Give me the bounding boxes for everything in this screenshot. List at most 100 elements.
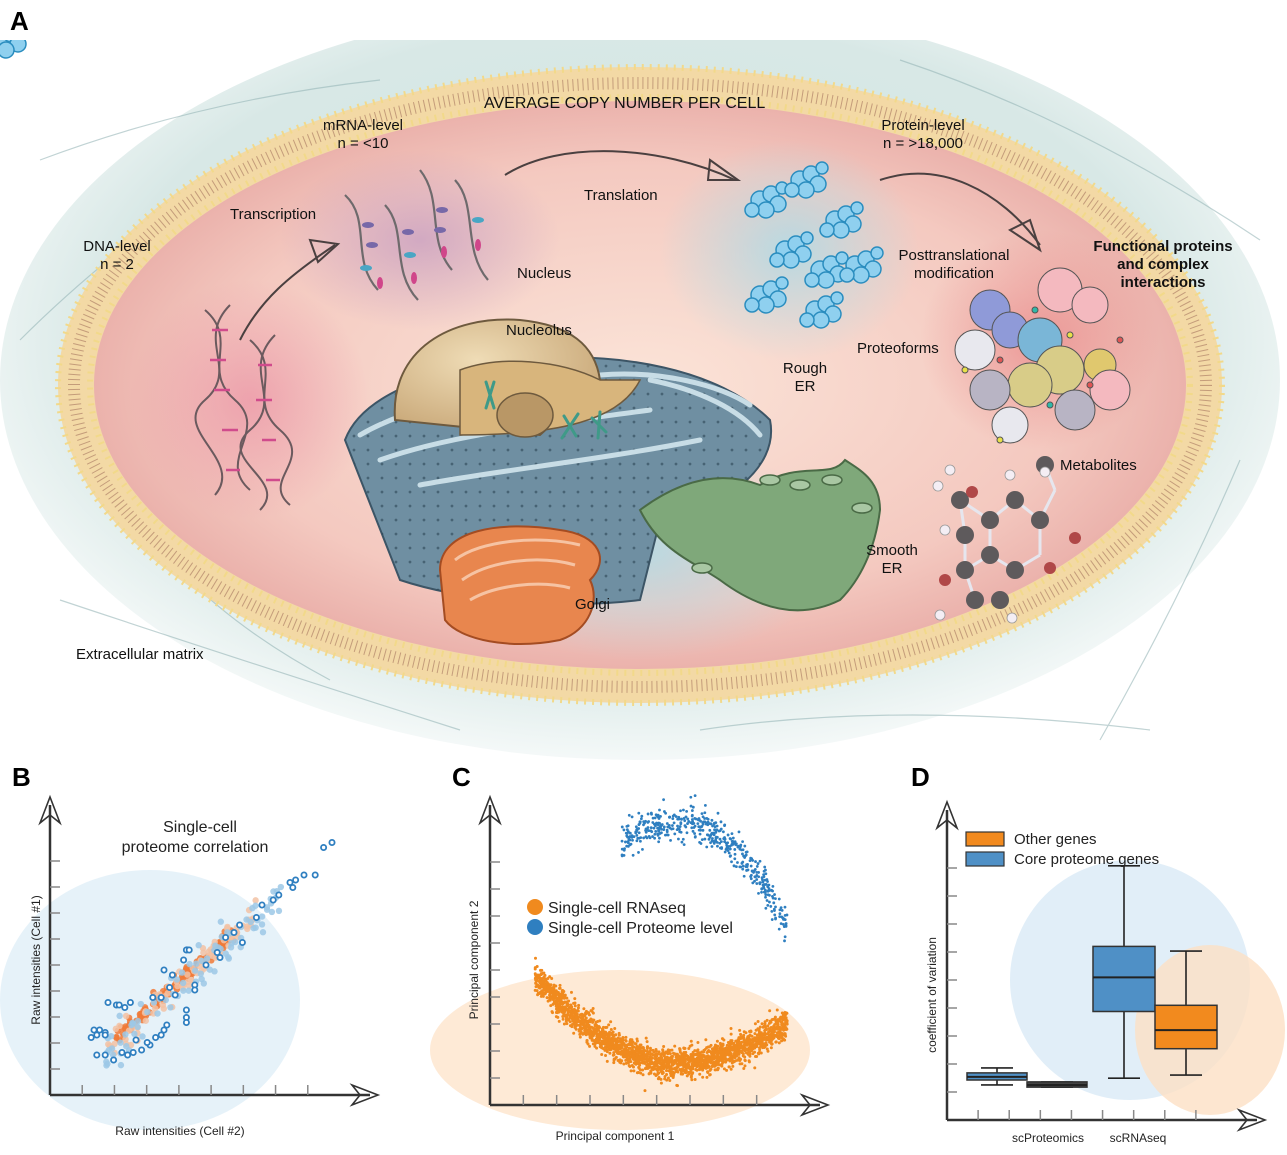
protein-molecules-icon — [0, 40, 884, 329]
scatter-point — [555, 1005, 559, 1009]
scatter-point — [765, 878, 769, 881]
scatter-point — [686, 822, 689, 825]
scatter-point — [649, 1069, 653, 1073]
scatter-point — [625, 1056, 629, 1060]
scatter-point — [572, 1031, 576, 1035]
scatter-point — [731, 1064, 735, 1068]
scatter-point — [573, 997, 577, 1001]
scatter-point — [546, 977, 550, 981]
scatter-point — [766, 889, 770, 893]
scatter-point — [708, 822, 712, 826]
scatter-point — [770, 1029, 774, 1033]
scatter-point — [704, 1038, 708, 1042]
scatter-point — [655, 821, 658, 825]
scatter-point — [625, 828, 629, 832]
scatter-point — [628, 835, 632, 839]
scatter-point — [547, 983, 551, 987]
chart-c-ylabel: Principal component 2 — [467, 900, 481, 1019]
scatter-point — [729, 1056, 733, 1060]
scatter-point — [720, 846, 724, 849]
rough-er-line1: Rough — [782, 360, 828, 377]
scatter-point — [610, 1032, 614, 1036]
scatter-point — [604, 1054, 608, 1058]
scatter-point — [728, 854, 732, 858]
scatter-point — [679, 821, 683, 825]
scatter-point — [766, 893, 770, 897]
scatter-point — [708, 1068, 712, 1072]
scatter-point-outlier — [171, 991, 179, 999]
scatter-point — [706, 1070, 710, 1074]
scatter-point — [593, 1044, 597, 1048]
scatter-point — [569, 1005, 573, 1009]
scatter-point — [726, 833, 730, 837]
scatter-point — [122, 1031, 129, 1038]
scatter-point — [582, 1007, 586, 1011]
scatter-point — [653, 832, 657, 836]
scatter-point — [763, 1020, 767, 1024]
scatter-point — [700, 812, 704, 816]
scatter-point — [635, 1044, 639, 1048]
scatter-point — [689, 821, 693, 825]
scatter-point — [243, 916, 250, 923]
scatter-point — [714, 821, 718, 825]
scatter-point-outlier — [191, 986, 199, 994]
scatter-point — [707, 1048, 711, 1052]
scatter-point — [768, 1037, 772, 1041]
scatter-point — [134, 1023, 141, 1031]
scatter-point — [654, 1064, 658, 1068]
scatter-point — [671, 1074, 675, 1078]
scatter-point — [643, 1089, 647, 1093]
scatter-point — [689, 1039, 693, 1043]
scatter-point — [755, 882, 759, 885]
golgi-label: Golgi — [575, 596, 611, 613]
scatter-point — [782, 917, 785, 921]
scatter-point — [703, 811, 707, 815]
scatter-point — [732, 842, 735, 846]
scatter-point — [667, 823, 671, 827]
chromosome-icon — [484, 380, 608, 440]
scatter-point — [753, 1043, 757, 1047]
scatter-point — [761, 1025, 765, 1029]
scatter-point — [551, 997, 555, 1001]
scatter-point — [724, 1058, 728, 1062]
scatter-point — [548, 975, 552, 979]
scatter-point — [772, 1034, 776, 1038]
scatter-point — [659, 824, 662, 828]
scatter-point — [134, 1017, 142, 1025]
scatter-point — [584, 1033, 588, 1037]
scatter-point-outlier — [216, 953, 224, 961]
scatter-point — [742, 1044, 746, 1048]
scatter-point — [690, 826, 694, 830]
scatter-point — [675, 828, 679, 832]
scatter-point — [700, 838, 704, 842]
scatter-point — [645, 1040, 649, 1044]
scatter-point — [637, 1056, 641, 1060]
scatter-point — [764, 872, 768, 876]
scatter-point — [676, 1065, 680, 1069]
scatter-point — [217, 918, 225, 925]
scatter-point — [760, 1041, 764, 1045]
scatter-point — [647, 820, 651, 823]
scatter-point — [763, 1037, 767, 1041]
scatter-point — [654, 813, 658, 817]
scatter-point — [684, 825, 688, 829]
scatter-point — [539, 981, 543, 985]
scatter-point — [781, 1013, 785, 1017]
scatter-point — [585, 1025, 589, 1029]
scatter-point — [667, 1069, 671, 1073]
scatter-point — [129, 1019, 136, 1027]
box — [1154, 1004, 1218, 1050]
scatter-point — [659, 1070, 663, 1074]
scatter-point — [608, 1051, 612, 1055]
scatter-point — [713, 1047, 717, 1051]
scatter-point — [632, 1057, 636, 1061]
scatter-point — [594, 1031, 598, 1035]
scatter-point — [668, 815, 671, 819]
scatter-point — [624, 1061, 628, 1065]
scatter-point — [743, 1064, 747, 1068]
scatter-point-outlier — [269, 896, 277, 904]
scatter-point — [637, 811, 641, 815]
scatter-point — [767, 1021, 771, 1025]
scatter-point — [621, 1035, 625, 1039]
functional-line2: and complex — [1117, 256, 1209, 273]
